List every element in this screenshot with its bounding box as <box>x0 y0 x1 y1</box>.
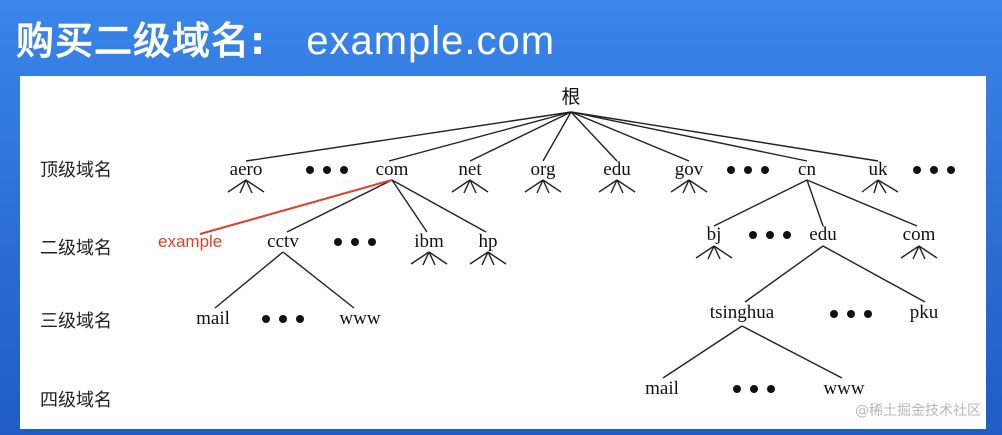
domain-tree-diagram: 根 顶级域名 二级域名 三级域名 四级域名 aero com net org e… <box>40 86 981 419</box>
node-tsinghua: tsinghua <box>710 302 775 323</box>
ellipsis-top-3 <box>913 166 955 174</box>
node-gov: gov <box>675 159 704 180</box>
node-cctv: cctv <box>267 231 299 252</box>
highlight-example: example <box>158 232 222 251</box>
diagram-panel: 根 顶级域名 二级域名 三级域名 四级域名 aero com net org e… <box>20 76 986 429</box>
node-edu: edu <box>603 159 631 180</box>
ellipsis-top-2 <box>727 166 769 174</box>
node-bj: bj <box>707 224 722 245</box>
cn-edu-edges <box>744 245 926 303</box>
node-ibm: ibm <box>414 231 444 252</box>
tsinghua-edges <box>662 325 843 379</box>
level-label-second: 二级域名 <box>40 238 112 259</box>
ellipsis-third-2 <box>830 310 872 318</box>
slide-title: 购买二级域名: example.com <box>16 10 555 65</box>
node-tsinghua-www: www <box>823 378 864 399</box>
node-cn-com: com <box>903 224 936 245</box>
title-text: 购买二级域名: <box>16 19 267 63</box>
fan-stubs-second-cn <box>695 245 938 260</box>
node-cn: cn <box>798 159 816 180</box>
level-label-top: 顶级域名 <box>40 160 112 181</box>
node-com: com <box>376 159 409 180</box>
watermark: @稀土掘金技术社区 <box>855 403 981 419</box>
com-edges <box>199 179 487 235</box>
node-tsinghua-mail: mail <box>645 378 679 399</box>
node-uk: uk <box>869 159 889 180</box>
node-aero: aero <box>230 159 263 180</box>
title-domain: example.com <box>306 19 556 63</box>
cctv-edges <box>214 251 355 309</box>
node-org: org <box>531 159 556 180</box>
root-edges <box>245 111 879 162</box>
ellipsis-fourth <box>733 385 775 393</box>
ellipsis-second-2 <box>749 231 791 239</box>
node-hp: hp <box>479 231 498 252</box>
ellipsis-third-1 <box>262 315 304 323</box>
level-label-third: 三级域名 <box>40 311 112 332</box>
node-cn-edu: edu <box>809 224 837 245</box>
node-cctv-www: www <box>339 308 380 329</box>
fan-stubs-second-com <box>410 251 507 266</box>
level-label-fourth: 四级域名 <box>40 390 112 411</box>
ellipsis-top-1 <box>306 166 348 174</box>
ellipsis-second-1 <box>334 238 376 246</box>
root-node: 根 <box>561 86 580 108</box>
node-pku: pku <box>910 302 939 323</box>
fan-stubs-top <box>227 179 899 194</box>
node-cctv-mail: mail <box>196 308 230 329</box>
node-net: net <box>458 159 482 180</box>
cn-edges <box>713 179 918 227</box>
